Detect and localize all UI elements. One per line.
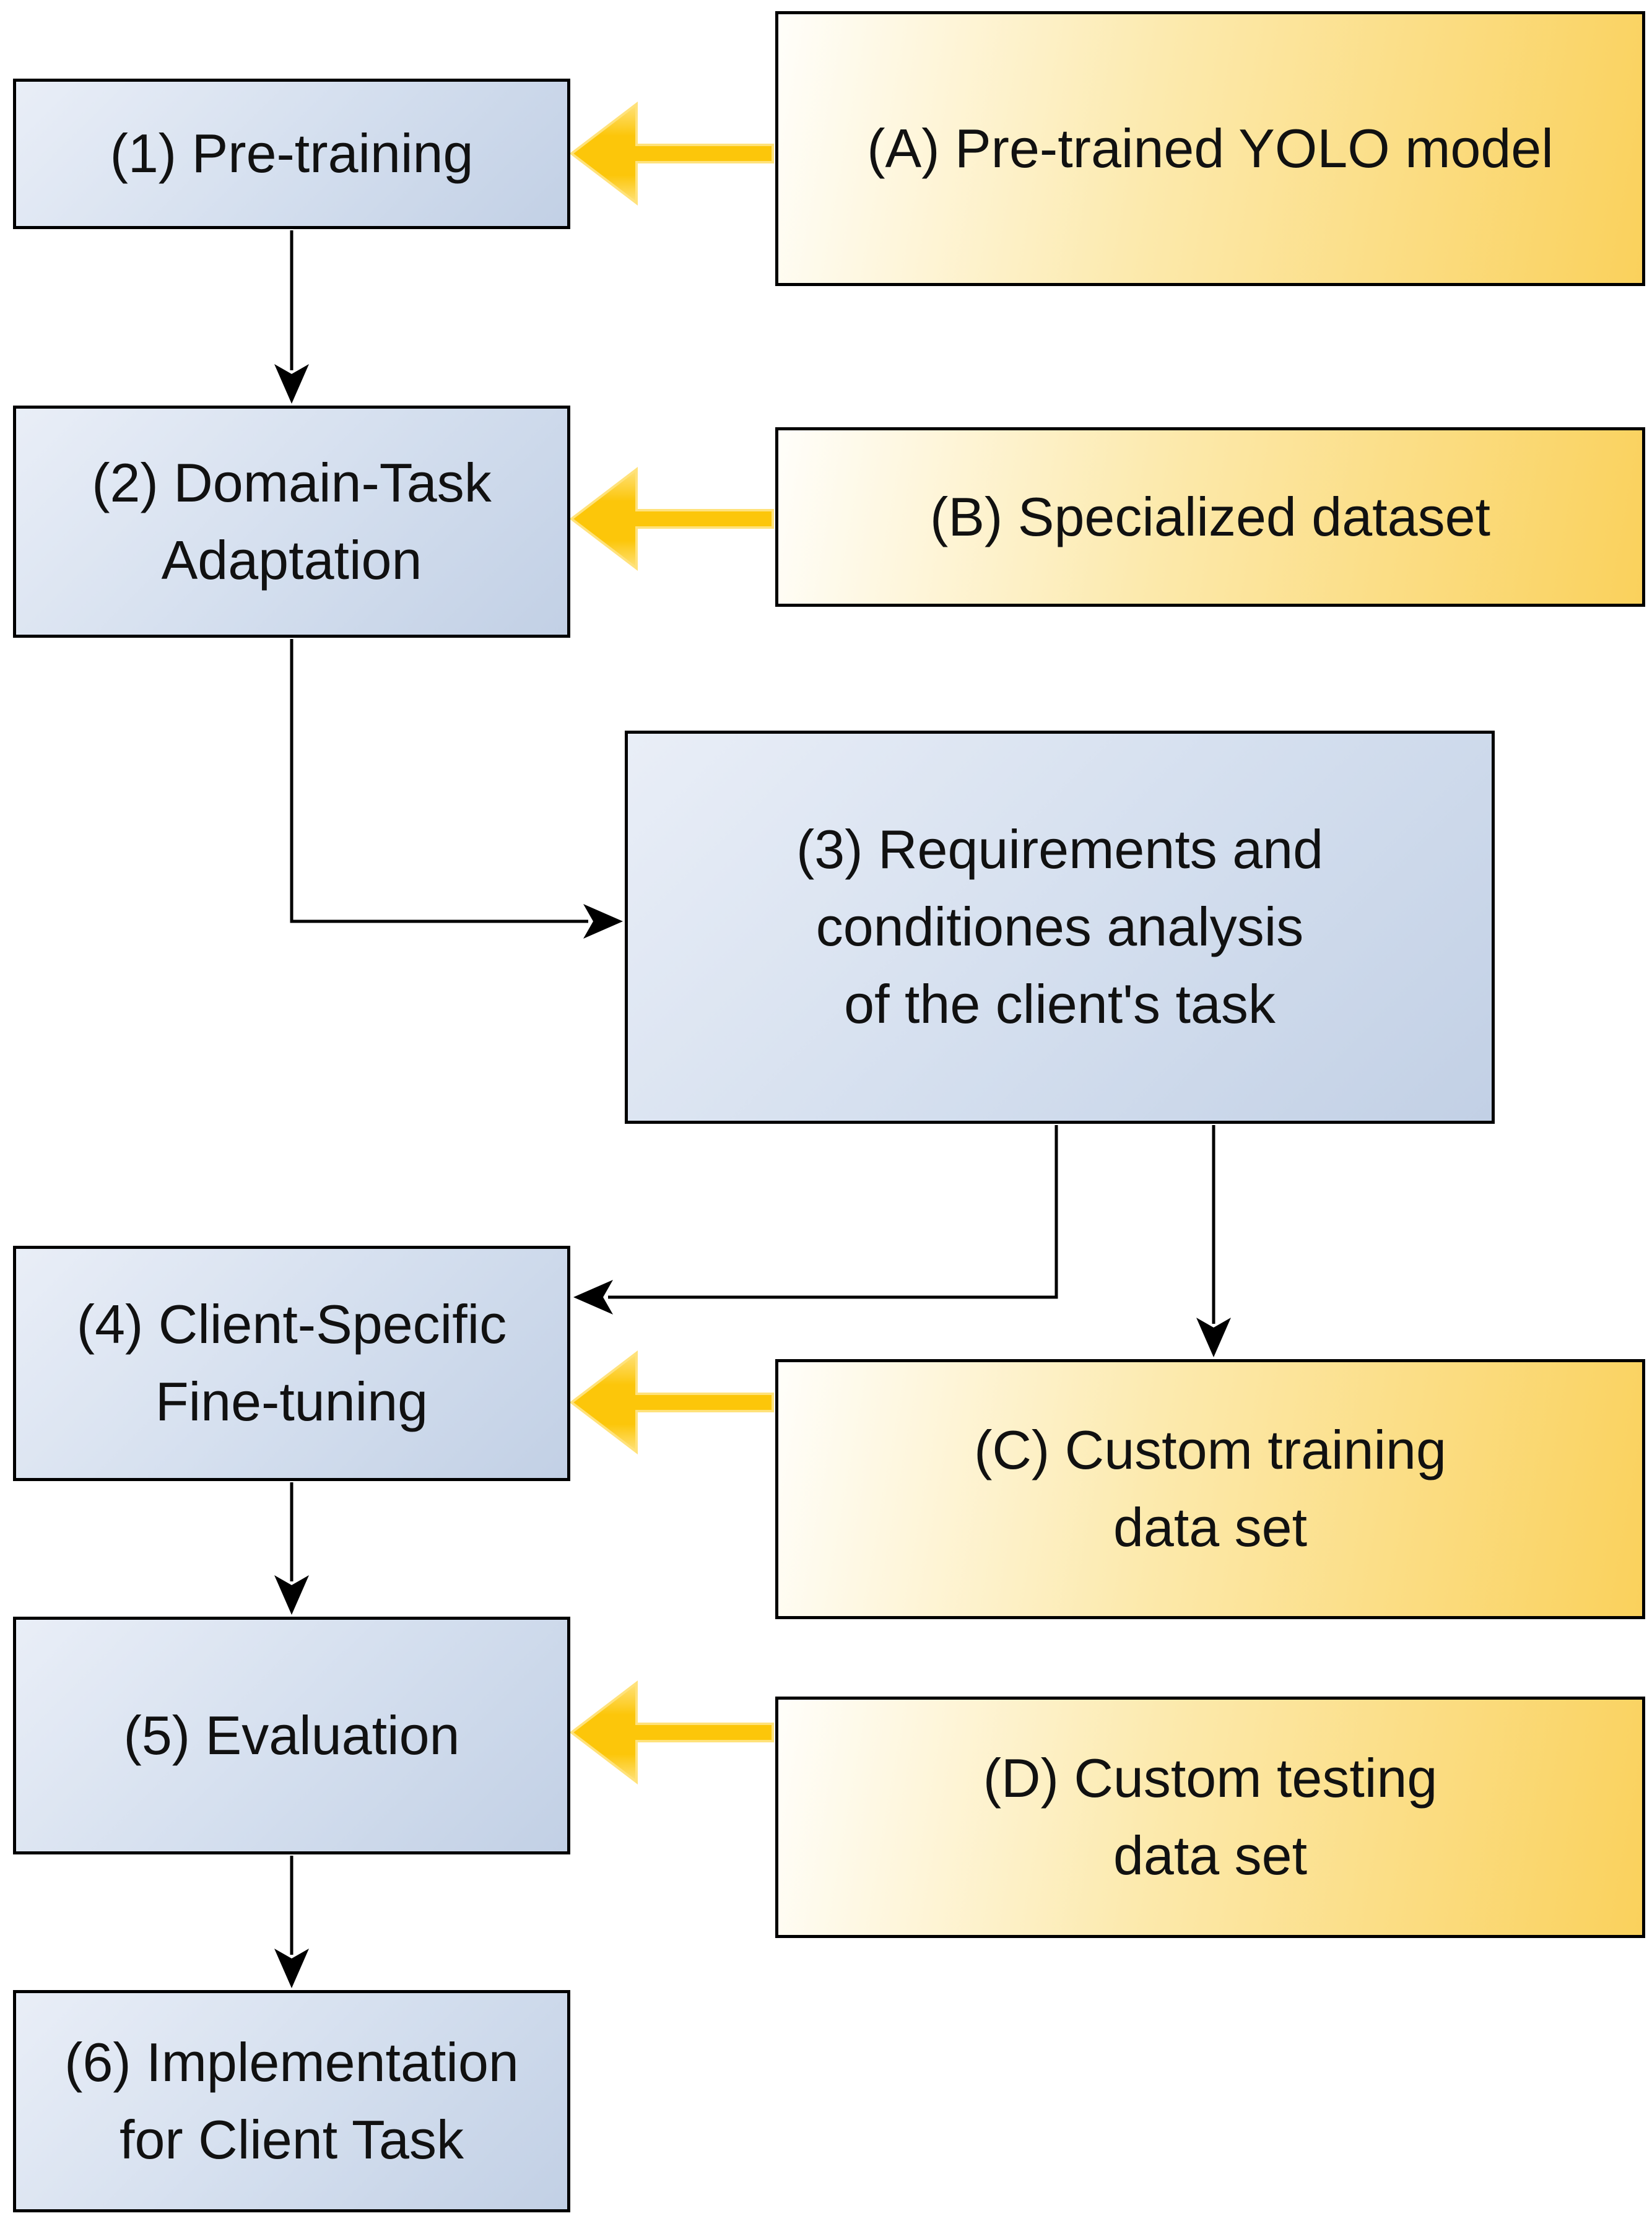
node-resourceA-label: (A) Pre-trained YOLO model [867,117,1554,179]
arrow-down-icon [1196,1318,1231,1357]
arrow-down-icon [274,364,309,404]
arrow-down-icon [274,1949,309,1988]
arrow-step4-to-step5 [274,1482,309,1615]
block-arrow-resourceB-to-step2 [569,466,774,572]
arrow-step3-to-resourceC [1196,1125,1231,1357]
node-resourceB-label: (B) Specialized dataset [930,485,1490,547]
block-arrow-resourceA-to-step1 [569,101,774,206]
arrow-down-icon [274,1575,309,1615]
arrow-step3-to-step4-line [608,1125,1058,1299]
arrow-step5-to-step6 [274,1856,309,1988]
block-arrow-resourceD-to-step5 [569,1680,774,1785]
arrow-right-icon [583,904,623,939]
arrow-left-icon [573,1280,613,1315]
arrow-step2-to-step3 [290,639,623,939]
node-step5-evaluation: (5) Evaluation [13,1617,570,1854]
node-step1-label: (1) Pre-training [110,123,474,185]
node-resourceA-pretrained-yolo-model: (A) Pre-trained YOLO model [775,11,1645,286]
node-step5-label: (5) Evaluation [123,1704,460,1766]
arrow-step2-to-step3-line [290,639,588,923]
arrow-step1-to-step2 [274,230,309,404]
arrow-step3-to-step4 [573,1125,1058,1315]
node-resourceB-specialized-dataset: (B) Specialized dataset [775,427,1645,607]
node-step1-pre-training: (1) Pre-training [13,79,570,229]
block-arrow-resourceC-to-step4 [569,1350,774,1455]
